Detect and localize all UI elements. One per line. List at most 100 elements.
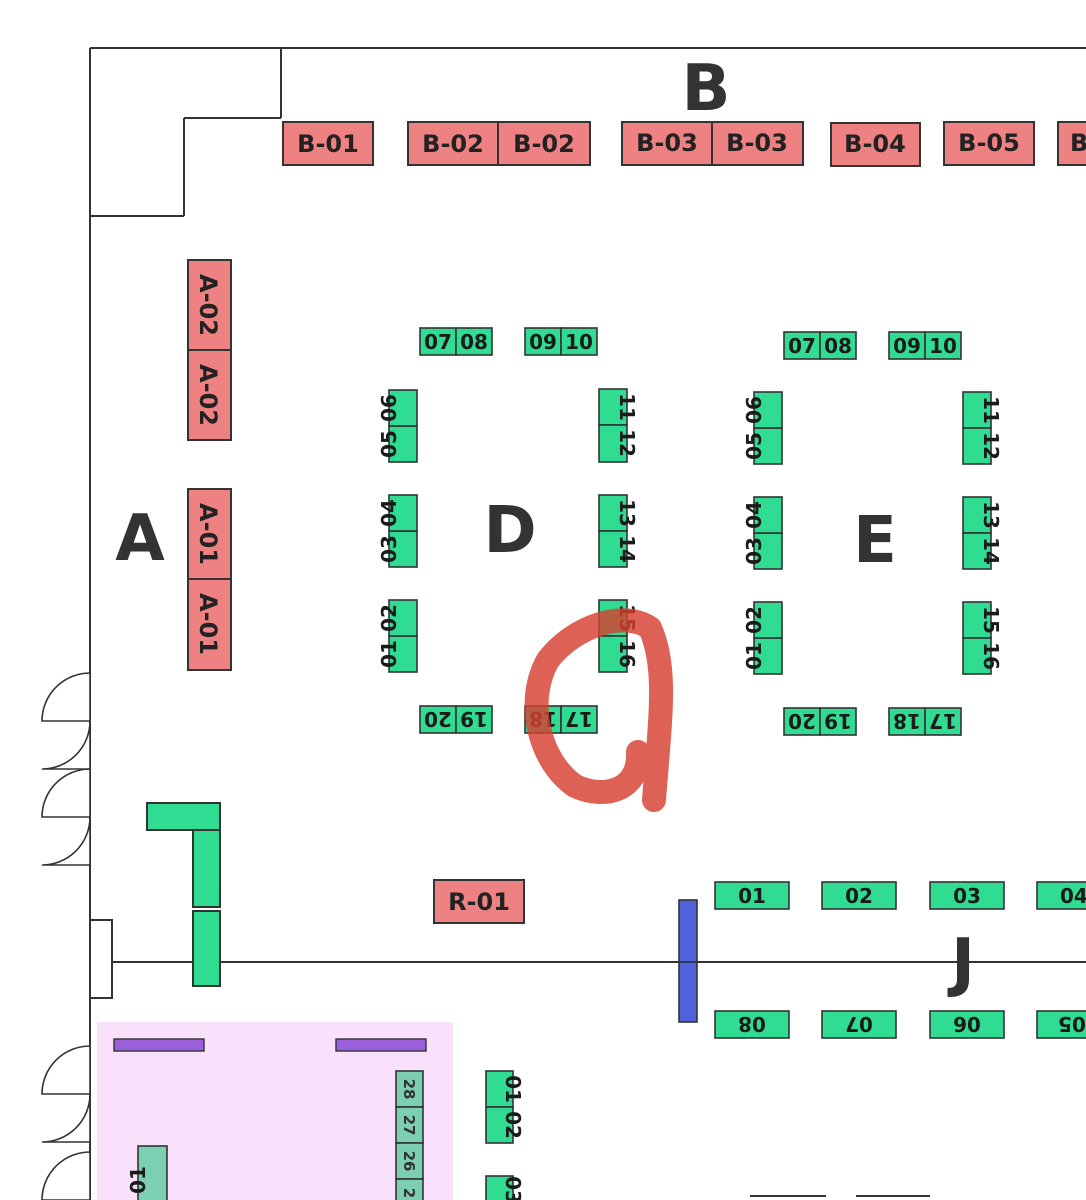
booth-d-10[interactable]: 10 (560, 327, 598, 356)
lower-green-booths: 01 02 03 (485, 1070, 525, 1200)
booth-j-05[interactable]: 05 (1036, 1010, 1086, 1039)
booth-a-02[interactable]: A-02 (187, 259, 232, 351)
booth-p-27[interactable]: 27 (395, 1106, 424, 1144)
booth-d-05[interactable]: 05 (377, 425, 418, 463)
booth-e-07[interactable]: 07 (783, 331, 821, 360)
booth-e-15[interactable]: 15 (962, 601, 1003, 639)
booth-d-19[interactable]: 19 (455, 705, 493, 734)
booth-label: 11 (979, 396, 1003, 424)
booth-r-01[interactable]: R-01 (433, 879, 525, 924)
booth-label: 14 (979, 537, 1003, 565)
booth-d-03[interactable]: 03 (377, 530, 418, 568)
booth-label: 08 (460, 330, 488, 354)
booth-d-14[interactable]: 14 (598, 530, 639, 568)
purple-bar-right[interactable] (335, 1038, 427, 1052)
booth-e-04[interactable]: 04 (742, 496, 783, 534)
booth-e-17[interactable]: 17 (924, 707, 962, 736)
booth-label: 13 (979, 501, 1003, 529)
booth-label: A-02 (194, 274, 222, 336)
booth-b-06-partial[interactable]: B (1057, 121, 1086, 166)
booth-p-26[interactable]: 26 (395, 1142, 424, 1180)
booth-label: 20 (788, 709, 816, 733)
booth-j-03[interactable]: 03 (929, 881, 1005, 910)
booth-d-12[interactable]: 12 (598, 424, 639, 463)
booth-g-01[interactable]: 01 (485, 1070, 525, 1108)
booth-e-03[interactable]: 03 (742, 532, 783, 570)
booth-g-02[interactable]: 02 (485, 1106, 525, 1144)
booth-b-05[interactable]: B-05 (943, 121, 1035, 166)
booth-a-01[interactable]: A-01 (187, 488, 232, 580)
booth-d-09[interactable]: 09 (524, 327, 562, 356)
purple-bar-left[interactable] (113, 1038, 205, 1052)
booth-e-16[interactable]: 16 (962, 637, 1003, 675)
booth-label: 04 (1060, 884, 1086, 908)
booth-label: 08 (824, 334, 852, 358)
booth-t-01[interactable]: 01 (126, 1145, 168, 1200)
blue-divider (678, 899, 698, 1023)
booth-e-06[interactable]: 06 (742, 391, 783, 429)
booth-e-19[interactable]: 19 (819, 707, 857, 736)
b-row-booths: B-01 B-02 B-02 B-03 B-03 B-04 B-05 B (282, 121, 1086, 167)
booth-label: B-04 (844, 130, 906, 158)
e-island-booths: 07 08 09 10 05 06 03 04 (742, 331, 1003, 736)
booth-a-02[interactable]: A-02 (187, 349, 232, 441)
booth-label: 07 (424, 330, 452, 354)
booth-label: 11 (615, 393, 639, 421)
booth-e-05[interactable]: 05 (742, 427, 783, 465)
booth-j-08[interactable]: 08 (714, 1010, 790, 1039)
booth-j-06[interactable]: 06 (929, 1010, 1005, 1039)
booth-p-28[interactable]: 28 (395, 1070, 424, 1108)
booth-label: 01 (738, 884, 766, 908)
booth-label: 20 (424, 707, 452, 731)
counter-middle[interactable] (192, 829, 221, 908)
booth-e-01[interactable]: 01 (742, 637, 783, 675)
booth-label: R-01 (448, 888, 510, 916)
booth-e-12[interactable]: 12 (962, 427, 1003, 465)
booth-j-04[interactable]: 04 (1036, 881, 1086, 910)
booth-p-25-partial[interactable]: 2 (395, 1178, 424, 1200)
booth-b-04[interactable]: B-04 (830, 122, 921, 167)
booth-label: 02 (501, 1111, 525, 1139)
booth-b-03[interactable]: B-03 (711, 121, 804, 166)
booth-d-07[interactable]: 07 (419, 327, 457, 356)
booth-label: 01 (501, 1075, 525, 1103)
booth-d-20[interactable]: 20 (419, 705, 457, 734)
booth-e-09[interactable]: 09 (888, 331, 926, 360)
booth-label: 05 (377, 430, 401, 458)
booth-d-04[interactable]: 04 (377, 494, 418, 532)
booth-e-08[interactable]: 08 (819, 331, 857, 360)
booth-e-11[interactable]: 11 (962, 391, 1003, 429)
booth-j-02[interactable]: 02 (821, 881, 897, 910)
booth-label: 01 (742, 642, 766, 670)
booth-a-01[interactable]: A-01 (187, 578, 232, 671)
booth-d-13[interactable]: 13 (598, 494, 639, 532)
booth-e-10[interactable]: 10 (924, 331, 962, 360)
counter-top[interactable] (146, 802, 221, 831)
booth-b-01[interactable]: B-01 (282, 121, 374, 166)
booth-j-01[interactable]: 01 (714, 881, 790, 910)
booth-b-02[interactable]: B-02 (407, 121, 499, 166)
booth-label: 04 (377, 499, 401, 527)
booth-d-06[interactable]: 06 (377, 389, 418, 427)
zone-label-d: D (483, 494, 536, 568)
counter-bottom[interactable] (192, 910, 221, 987)
booth-d-02[interactable]: 02 (377, 599, 418, 637)
booth-d-17[interactable]: 17 (560, 705, 598, 734)
booth-g-03[interactable]: 03 (485, 1175, 525, 1200)
booth-label: 05 (742, 432, 766, 460)
booth-j-07[interactable]: 07 (821, 1010, 897, 1039)
booth-b-03[interactable]: B-03 (621, 121, 713, 166)
booth-e-02[interactable]: 02 (742, 601, 783, 639)
booth-d-16[interactable]: 16 (598, 635, 639, 673)
booth-e-20[interactable]: 20 (783, 707, 821, 736)
booth-b-02[interactable]: B-02 (497, 121, 591, 166)
booth-d-01[interactable]: 01 (377, 635, 418, 673)
booth-e-14[interactable]: 14 (962, 532, 1003, 570)
booth-label: 10 (565, 330, 593, 354)
booth-label: 16 (979, 642, 1003, 670)
booth-e-13[interactable]: 13 (962, 496, 1003, 534)
booth-e-18[interactable]: 18 (888, 707, 926, 736)
booth-d-11[interactable]: 11 (598, 388, 639, 426)
booth-d-08[interactable]: 08 (455, 327, 493, 356)
